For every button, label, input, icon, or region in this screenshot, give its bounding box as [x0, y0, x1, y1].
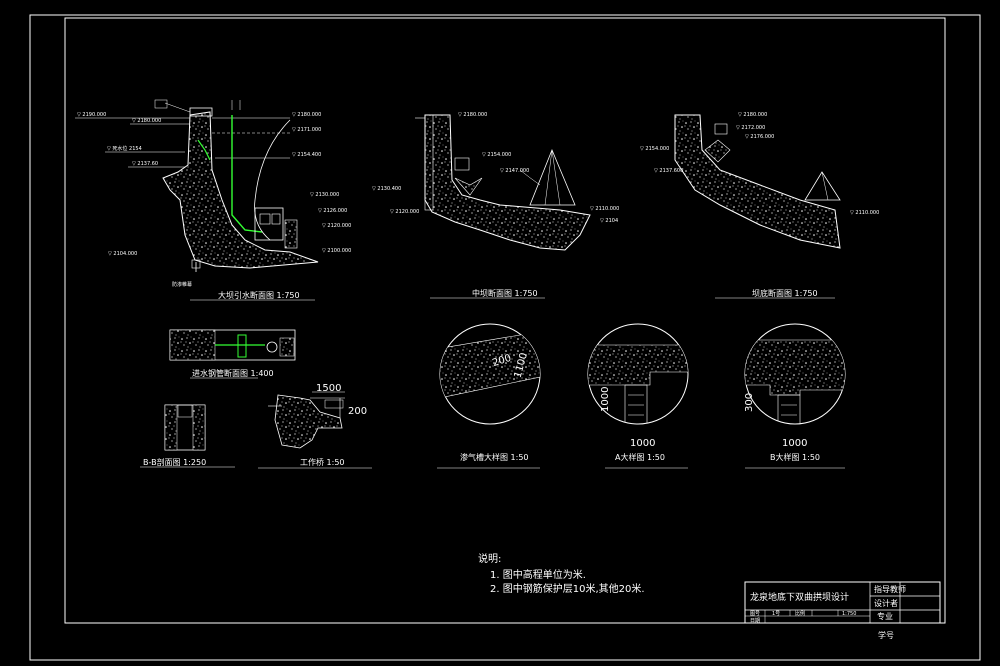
svg-text:▽ 2180.000: ▽ 2180.000: [132, 118, 161, 124]
title-section-right: 坝底断面图 1:750: [752, 288, 818, 298]
bb-section: B-B剖面图 1:250: [140, 404, 235, 468]
detail-b: 300 1000 B大样图 1:50: [744, 323, 846, 469]
svg-text:▽ 2154.400: ▽ 2154.400: [292, 152, 321, 158]
title-bb-section: B-B剖面图 1:250: [143, 457, 206, 467]
svg-text:▽ 2180.000: ▽ 2180.000: [738, 112, 767, 118]
svg-text:▽ 死水位 2154: ▽ 死水位 2154: [107, 145, 142, 152]
svg-text:▽ 2110.000: ▽ 2110.000: [590, 206, 619, 212]
sheet-no: 1号: [772, 611, 780, 617]
scale-label: 比例: [795, 610, 805, 617]
major-label: 专业: [877, 611, 893, 621]
inner-frame: [64, 17, 946, 624]
svg-text:▽ 2137.60: ▽ 2137.60: [132, 161, 158, 167]
work-bridge: 1500 200 工作桥 1:50: [258, 383, 372, 469]
title-block: 龙泉地底下双曲拱坝设计 指导教师 设计者 专业 图号 1号 比例 1:750 日…: [744, 581, 941, 624]
dim-1000-b: 1000: [782, 438, 807, 449]
svg-text:▽ 2120.000: ▽ 2120.000: [390, 209, 419, 215]
svg-text:▽ 2137.600: ▽ 2137.600: [654, 168, 683, 174]
svg-text:▽ 2176.000: ▽ 2176.000: [745, 134, 774, 140]
detail-a: 1000 1000 A大样图 1:50: [587, 323, 689, 469]
date-label: 日期: [750, 618, 760, 624]
dim-1000-a-horizontal: 1000: [630, 438, 655, 449]
svg-text:▽ 2180.000: ▽ 2180.000: [292, 112, 321, 118]
outer-frame: [29, 14, 981, 661]
right-section: ▽ 2180.000 ▽ 2172.000 ▽ 2154.000 ▽ 2137.…: [640, 112, 879, 299]
svg-text:▽ 2110.000: ▽ 2110.000: [850, 210, 879, 216]
svg-text:▽ 2100.000: ▽ 2100.000: [322, 248, 351, 254]
title-section-main: 大坝引水断面图 1:750: [218, 290, 300, 300]
svg-text:▽ 2120.000: ▽ 2120.000: [322, 223, 351, 229]
svg-text:▽ 2126.000: ▽ 2126.000: [318, 208, 347, 214]
notes-header: 说明:: [478, 552, 501, 565]
svg-text:▽ 2130.000: ▽ 2130.000: [310, 192, 339, 198]
title-detail-a: A大样图 1:50: [615, 452, 665, 462]
svg-text:▽ 2190.000: ▽ 2190.000: [77, 112, 106, 118]
svg-text:▽ 2180.000: ▽ 2180.000: [458, 112, 487, 118]
scale-value: 1:750: [842, 611, 856, 617]
notes-line-1: 1. 图中高程单位为米.: [490, 568, 586, 581]
title-section-mid: 中坝断面图 1:750: [472, 288, 538, 298]
main-section: ▽ 2190.000 ▽ 2180.000 ▽ 死水位 2154 ▽ 2137.…: [75, 99, 351, 301]
svg-text:▽ 2130.400: ▽ 2130.400: [372, 186, 401, 192]
svg-text:▽ 2171.000: ▽ 2171.000: [292, 127, 321, 133]
student-no-label: 学号: [878, 630, 894, 640]
middle-section: ▽ 2180.000 ▽ 2154.000 ▽ 2147.000 ▽ 2130.…: [372, 112, 619, 299]
svg-text:▽ 2172.000: ▽ 2172.000: [736, 125, 765, 131]
project-name: 龙泉地底下双曲拱坝设计: [750, 591, 849, 603]
title-detail-b: B大样图 1:50: [770, 452, 820, 462]
svg-text:▽ 2104.000: ▽ 2104.000: [108, 251, 137, 257]
svg-text:▽ 2104: ▽ 2104: [600, 218, 618, 224]
designer-label: 设计者: [874, 598, 898, 608]
dim-200-bridge: 200: [348, 406, 367, 417]
title-seepage-detail: 渗气槽大样图 1:50: [460, 452, 529, 462]
title-inlet-section: 进水钢管断面图 1:400: [192, 368, 274, 378]
dim-1500: 1500: [316, 383, 341, 394]
svg-text:防渗帷幕: 防渗帷幕: [172, 281, 192, 288]
dim-300-b: 300: [744, 393, 755, 412]
svg-text:▽ 2154.000: ▽ 2154.000: [482, 152, 511, 158]
svg-text:▽ 2154.000: ▽ 2154.000: [640, 146, 669, 152]
seepage-detail: 200 1100 渗气槽大样图 1:50: [437, 323, 541, 469]
dim-1000-a-vertical: 1000: [600, 387, 611, 412]
guide-teacher-label: 指导教师: [874, 584, 906, 594]
notes-line-2: 2. 图中钢筋保护层10米,其他20米.: [490, 582, 645, 595]
inlet-section: 进水钢管断面图 1:400: [169, 329, 296, 379]
title-work-bridge: 工作桥 1:50: [300, 457, 345, 467]
notes: 说明: 1. 图中高程单位为米. 2. 图中钢筋保护层10米,其他20米.: [478, 552, 645, 595]
svg-text:▽ 2147.000: ▽ 2147.000: [500, 168, 529, 174]
sheet-no-label: 图号: [750, 611, 760, 617]
